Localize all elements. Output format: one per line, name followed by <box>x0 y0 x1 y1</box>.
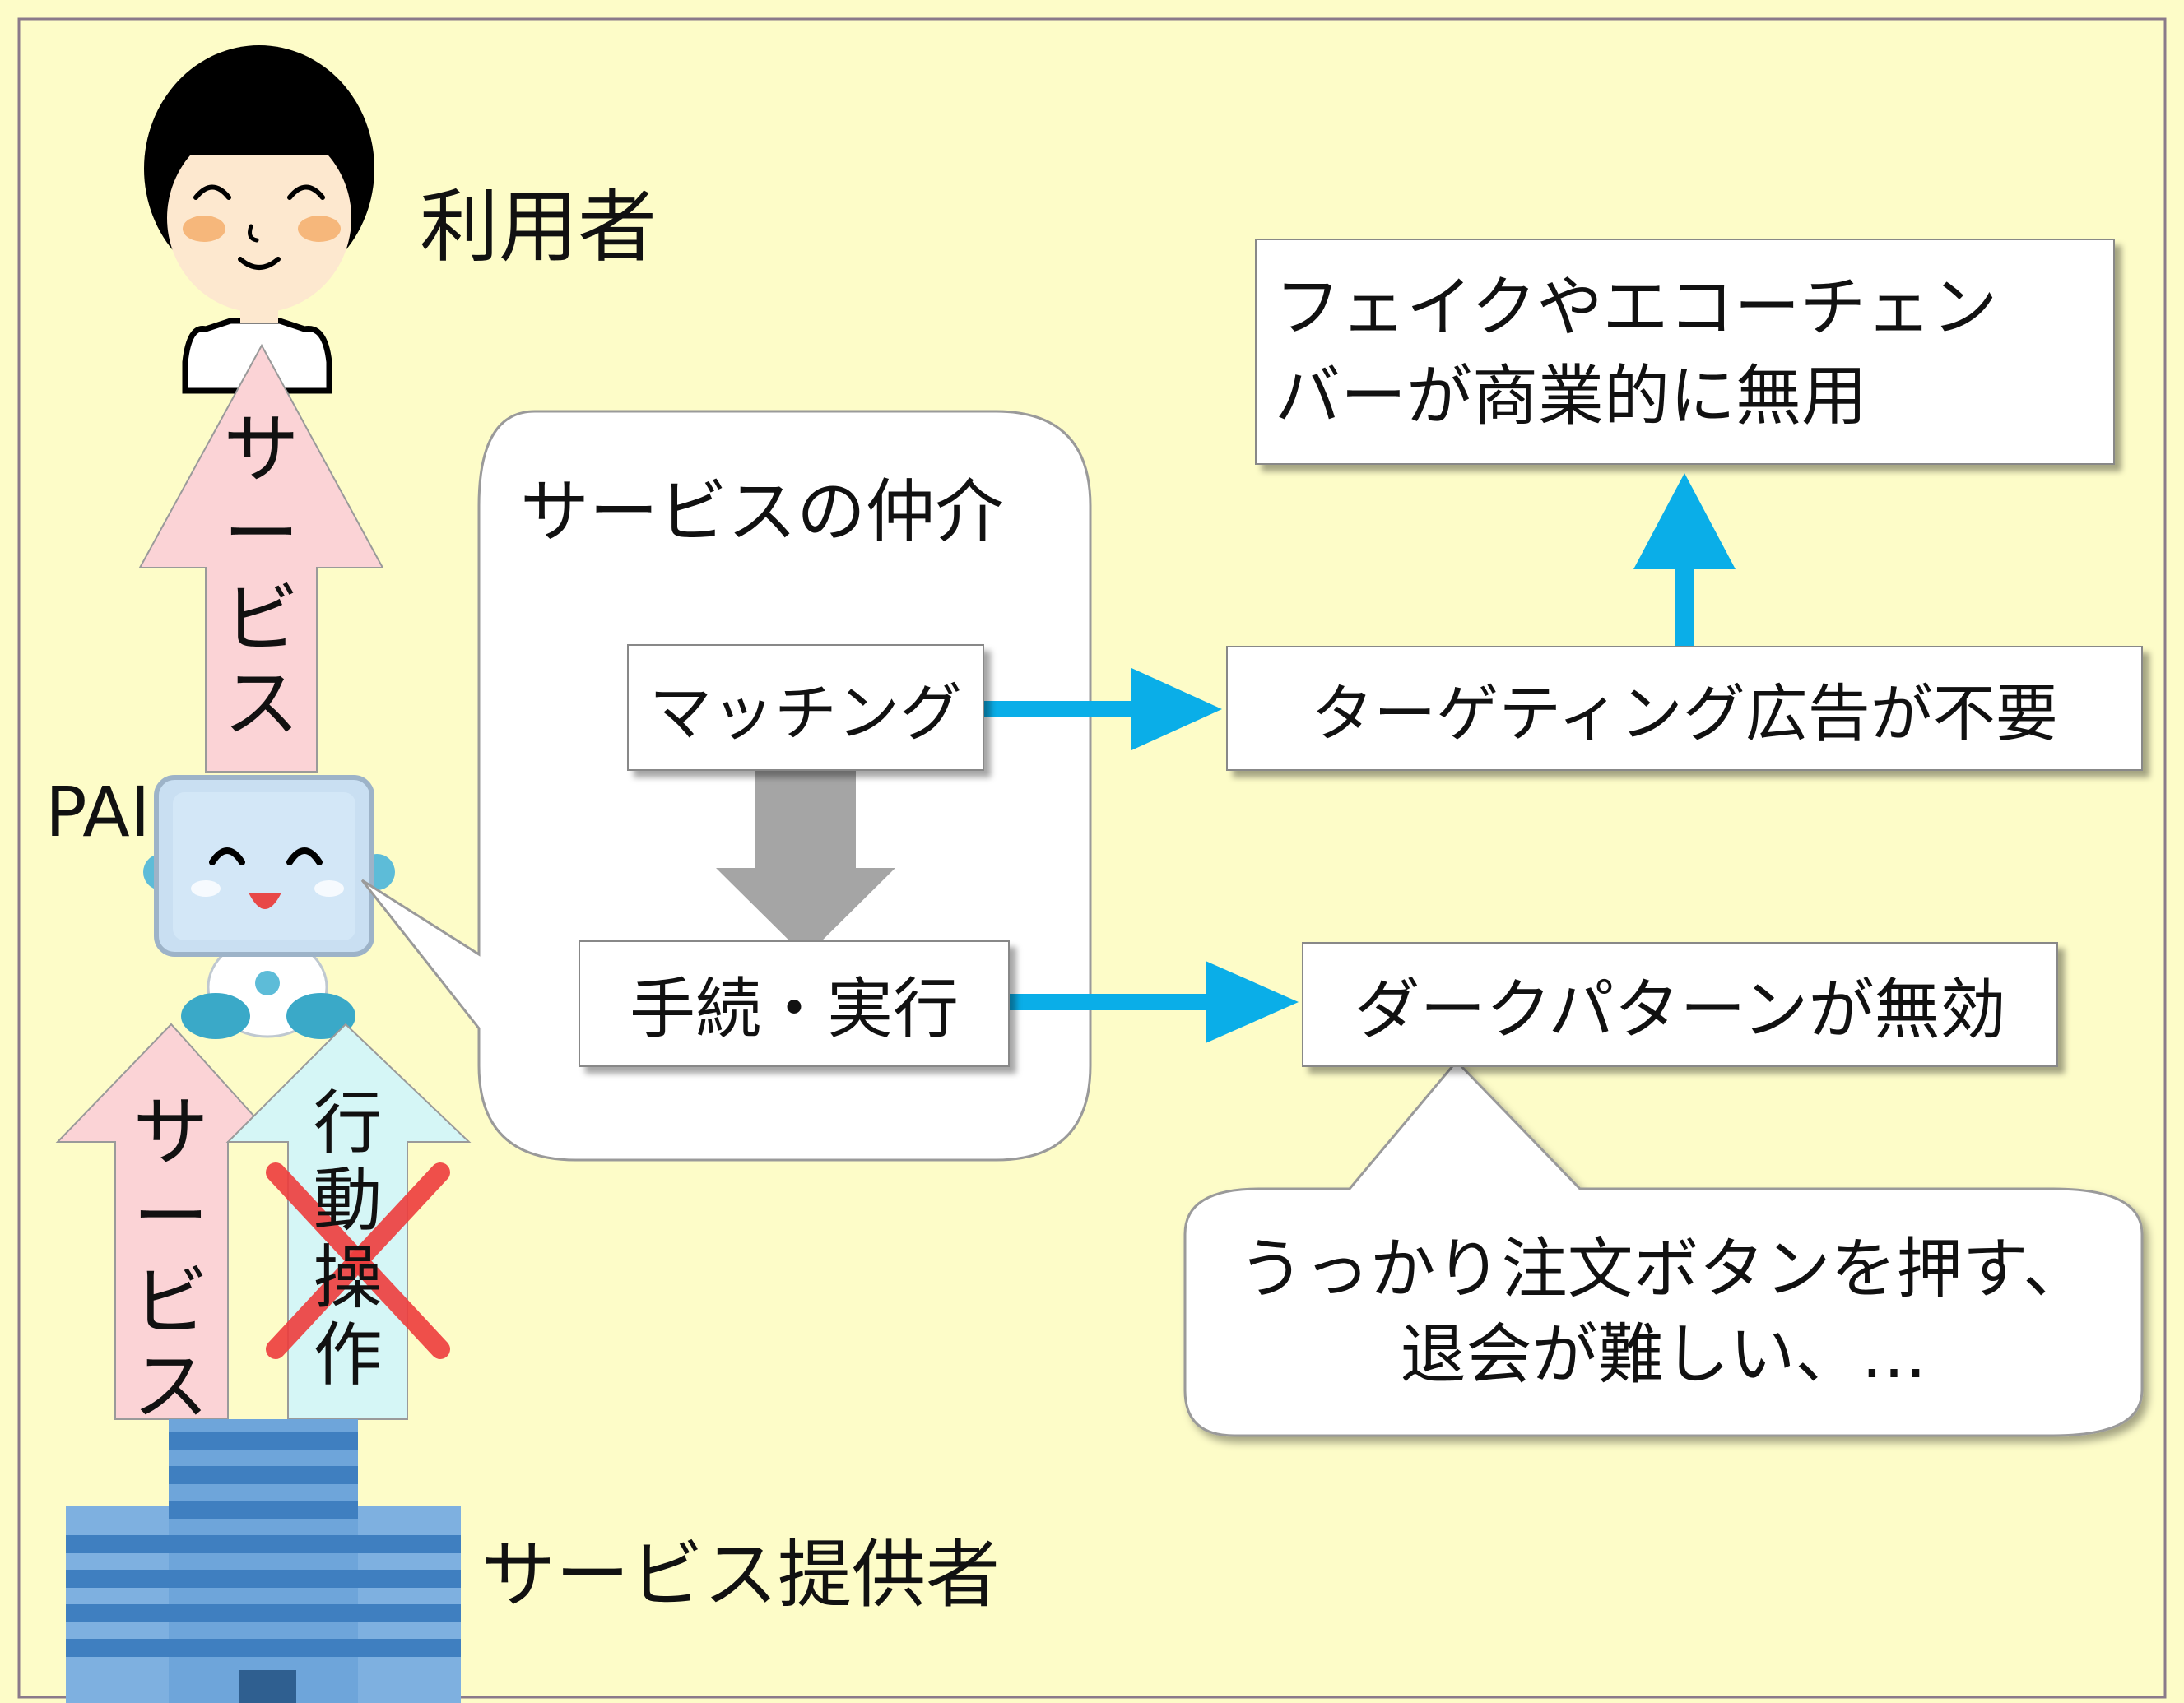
user-icon <box>144 45 374 394</box>
service-arrow-top-label: サ ー ビ ス <box>202 407 321 746</box>
behavior-arrow-char-4: 作 <box>313 1315 383 1396</box>
service-arrow-top-char-2: ー <box>223 490 300 579</box>
matching-box: マッチング <box>627 644 984 771</box>
behavior-arrow-char-1: 行 <box>313 1084 383 1163</box>
fake-box-line-2: バーが商業的に無用 <box>1275 357 1867 434</box>
service-arrow-bottom-char-3: ビ <box>132 1258 209 1347</box>
provider-label: サービス提供者 <box>481 1532 1000 1618</box>
service-arrow-top-char-1: サ <box>223 406 300 494</box>
service-arrow-top <box>138 343 384 773</box>
mediation-title: サービスの仲介 <box>520 471 1005 552</box>
behavior-cross-mark <box>266 1162 450 1359</box>
service-arrow-bottom-char-2: ー <box>132 1173 209 1262</box>
fake-box: フェイクやエコーチェン バーが商業的に無用 <box>1255 239 2115 465</box>
behavior-arrow-char-3: 操 <box>313 1237 383 1319</box>
blue-arrows <box>983 473 1736 1043</box>
service-arrow-bottom-label: サ ー ビ ス <box>111 1090 230 1419</box>
pai-label: PAI <box>45 772 151 852</box>
user-label: 利用者 <box>420 181 657 273</box>
note-line-2: 退会が難しい、… <box>1400 1316 1927 1393</box>
service-arrow-bottom <box>55 1023 280 1420</box>
service-arrow-bottom-char-1: サ <box>132 1090 209 1176</box>
targeting-box: ターゲティング広告が不要 <box>1226 646 2143 771</box>
dark-pattern-box: ダークパターンが無効 <box>1302 942 2058 1067</box>
procedure-box: 手続・実行 <box>579 940 1010 1067</box>
provider-building-icon <box>66 1419 461 1703</box>
service-arrow-top-char-3: ビ <box>223 575 300 664</box>
note-text: うっかり注文ボタンを押す、 退会が難しい、… <box>1185 1201 2142 1423</box>
note-callout <box>1183 1059 2144 1437</box>
behavior-arrow-char-2: 動 <box>313 1160 383 1241</box>
service-arrow-bottom-char-4: ス <box>132 1343 209 1419</box>
fake-box-line-1: フェイクやエコーチェン <box>1275 268 1998 346</box>
slide-frame <box>17 17 2167 1699</box>
pai-robot-icon <box>143 775 395 1039</box>
matching-to-procedure-arrow <box>716 771 895 957</box>
behavior-arrow <box>225 1023 472 1420</box>
note-line-1: うっかり注文ボタンを押す、 <box>1238 1231 2089 1307</box>
behavior-arrow-label: 行 動 操 作 <box>288 1084 407 1418</box>
service-arrow-top-char-4: ス <box>223 660 300 749</box>
